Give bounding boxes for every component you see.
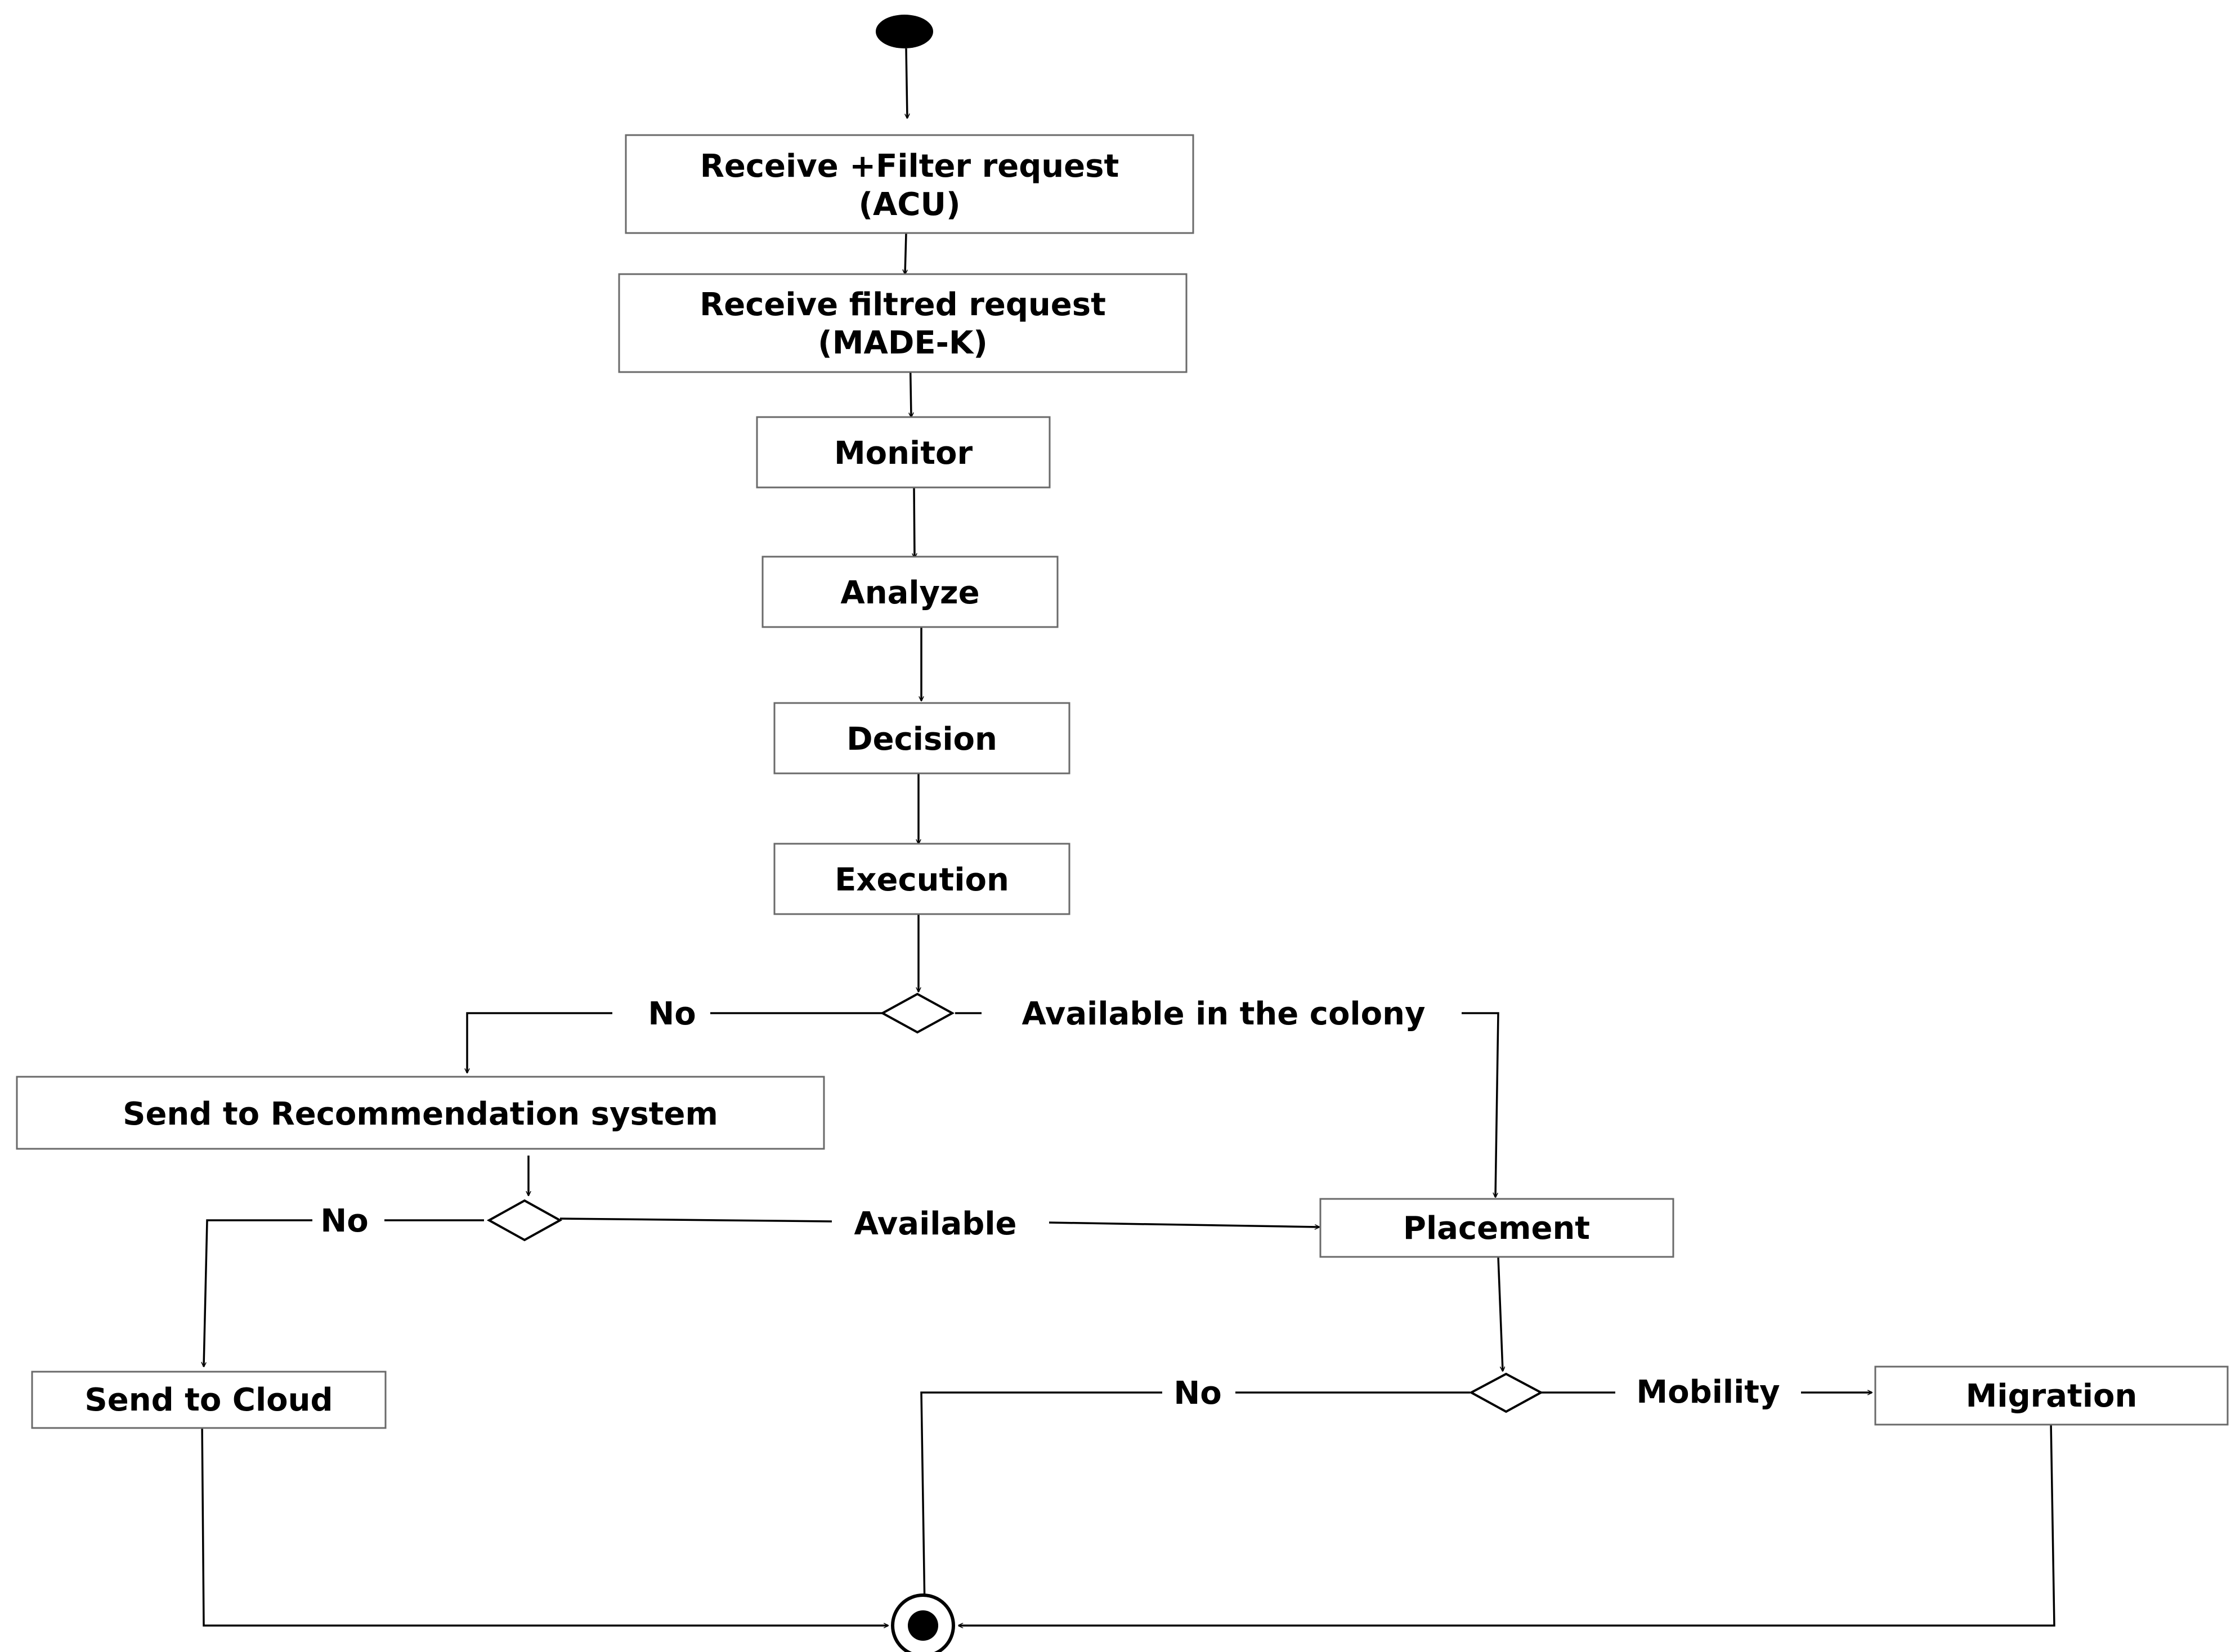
node-placement-label: Placement: [1403, 1210, 1590, 1247]
node-receive-filtred-line2: (MADE-K): [818, 325, 988, 361]
node-receive-filtred-line1: Receive filtred request: [700, 286, 1106, 323]
node-receive-filtred-request: Receive filtred request (MADE-K): [618, 273, 1188, 373]
node-analyze: Analyze: [761, 556, 1059, 628]
edge-label-colony-no: No: [648, 996, 696, 1032]
node-monitor-label: Monitor: [834, 435, 973, 472]
node-placement: Placement: [1319, 1198, 1674, 1258]
node-send-to-recommendation-system: Send to Recommendation system: [16, 1076, 825, 1150]
edge-rec-available: [1049, 1221, 1319, 1227]
node-receive-filter-line1: Receive +Filter request: [700, 148, 1119, 185]
edge-cloud-to-final: [201, 1421, 888, 1626]
edge-label-rec-no: No: [320, 1203, 368, 1239]
edge-colony-no: [467, 1012, 612, 1073]
node-send-cloud-label: Send to Cloud: [84, 1382, 333, 1418]
node-send-to-cloud: Send to Cloud: [31, 1371, 387, 1429]
edge-migration-to-final: [958, 1421, 2055, 1626]
decision-diamond-recommendation: [486, 1199, 563, 1242]
decision-diamond-colony: [880, 992, 955, 1034]
edge-monitor-to-analyze: [914, 487, 915, 558]
node-execution-label: Execution: [835, 862, 1009, 898]
node-send-recommendation-label: Send to Recommendation system: [123, 1096, 718, 1132]
node-monitor: Monitor: [756, 416, 1051, 489]
edge-placement-to-diamond: [1497, 1256, 1503, 1371]
node-migration-label: Migration: [1966, 1378, 2138, 1414]
edge-rec-no: [204, 1219, 312, 1367]
edge-colony-available: [1462, 1012, 1499, 1197]
start-node: [876, 15, 933, 48]
final-node: [891, 1593, 955, 1652]
node-migration: Migration: [1874, 1366, 2229, 1426]
edge-label-rec-available: Available: [854, 1206, 1016, 1242]
node-analyze-label: Analyze: [840, 575, 979, 611]
edge-receive-to-filtred: [905, 232, 906, 274]
edge-placement-no: [920, 1391, 1162, 1610]
node-decision: Decision: [773, 702, 1070, 774]
edge-label-placement-mobility: Mobility: [1636, 1374, 1780, 1411]
node-decision-label: Decision: [846, 721, 997, 758]
edge-start-to-receive: [906, 48, 907, 118]
edge-label-placement-no: No: [1173, 1375, 1221, 1412]
node-receive-filter-line2: (ACU): [858, 186, 960, 223]
node-execution: Execution: [773, 843, 1070, 915]
decision-diamond-placement: [1468, 1372, 1544, 1413]
edge-rec-available-a: [559, 1217, 832, 1223]
node-receive-filter-request: Receive +Filter request (ACU): [625, 134, 1194, 234]
edge-label-colony-available: Available in the colony: [1022, 996, 1426, 1032]
